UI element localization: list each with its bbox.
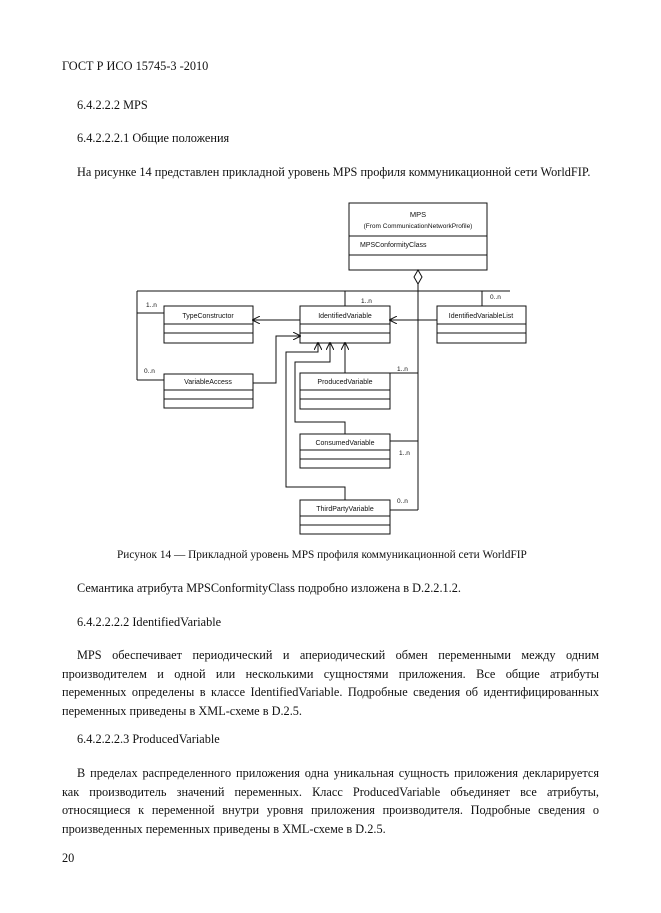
semantics-line: Семантика атрибута MPSConformityClass по…	[77, 581, 461, 595]
mps-conformity-class-attribute: MPSConformityClass	[360, 242, 427, 249]
intro-paragraph: На рисунке 14 представлен прикладной уро…	[77, 165, 591, 179]
section-heading-general: 6.4.2.2.2.1 Общие положения	[77, 131, 230, 145]
mps-class-box	[348, 202, 488, 271]
variable-access-box	[163, 373, 254, 409]
figure-caption: Рисунок 14 — Прикладной уровень MPS проф…	[117, 549, 527, 561]
identified-variable-box	[299, 305, 391, 344]
document-header: ГОСТ Р ИСО 15745-3 -2010	[62, 59, 209, 73]
section-heading-identified-variable: 6.4.2.2.2.2 IdentifiedVariable	[77, 615, 222, 629]
page-number: 20	[62, 851, 75, 865]
third-party-variable-label: ThirdPartyVariable	[316, 506, 374, 513]
multiplicity-identified-variable: 1..n	[361, 298, 372, 305]
produced-variable-paragraph: В пределах распределенного приложения од…	[62, 766, 599, 836]
generalization-third-party	[285, 343, 346, 500]
type-constructor-label: TypeConstructor	[182, 313, 234, 320]
mps-class-name: MPS	[410, 210, 426, 219]
multiplicity-third-party-variable: 0..n	[397, 498, 408, 505]
identified-variable-label: IdentifiedVariable	[318, 313, 372, 320]
multiplicity-variable-access: 0..n	[144, 368, 155, 375]
aggregation-diamond	[413, 268, 423, 286]
variable-access-label: VariableAccess	[184, 379, 232, 386]
multiplicity-identified-variable-list: 0..n	[490, 294, 501, 301]
section-heading-mps: 6.4.2.2.2 MPS	[77, 98, 148, 112]
consumed-variable-label: ConsumedVariable	[315, 440, 374, 447]
multiplicity-type-constructor: 1..n	[146, 302, 157, 309]
identified-variable-list-box	[436, 305, 527, 344]
produced-variable-box	[299, 372, 391, 410]
type-constructor-box	[163, 305, 254, 344]
multiplicity-produced-variable: 1..n	[397, 366, 408, 373]
third-party-variable-box	[299, 499, 391, 535]
multiplicity-consumed-variable: 1..n	[399, 450, 410, 457]
produced-variable-label: ProducedVariable	[317, 379, 372, 386]
consumed-variable-box	[299, 433, 391, 469]
mps-class-stereotype: (From CommunicationNetworkProfile)	[364, 223, 473, 230]
identified-variable-paragraph: MPS обеспечивает периодический и апериод…	[62, 648, 599, 718]
section-heading-produced-variable: 6.4.2.2.2.3 ProducedVariable	[77, 732, 220, 746]
arrow-from-variable-access	[253, 336, 300, 384]
generalization-consumed	[294, 343, 346, 434]
identified-variable-list-label: IdentifiedVariableList	[449, 313, 514, 320]
